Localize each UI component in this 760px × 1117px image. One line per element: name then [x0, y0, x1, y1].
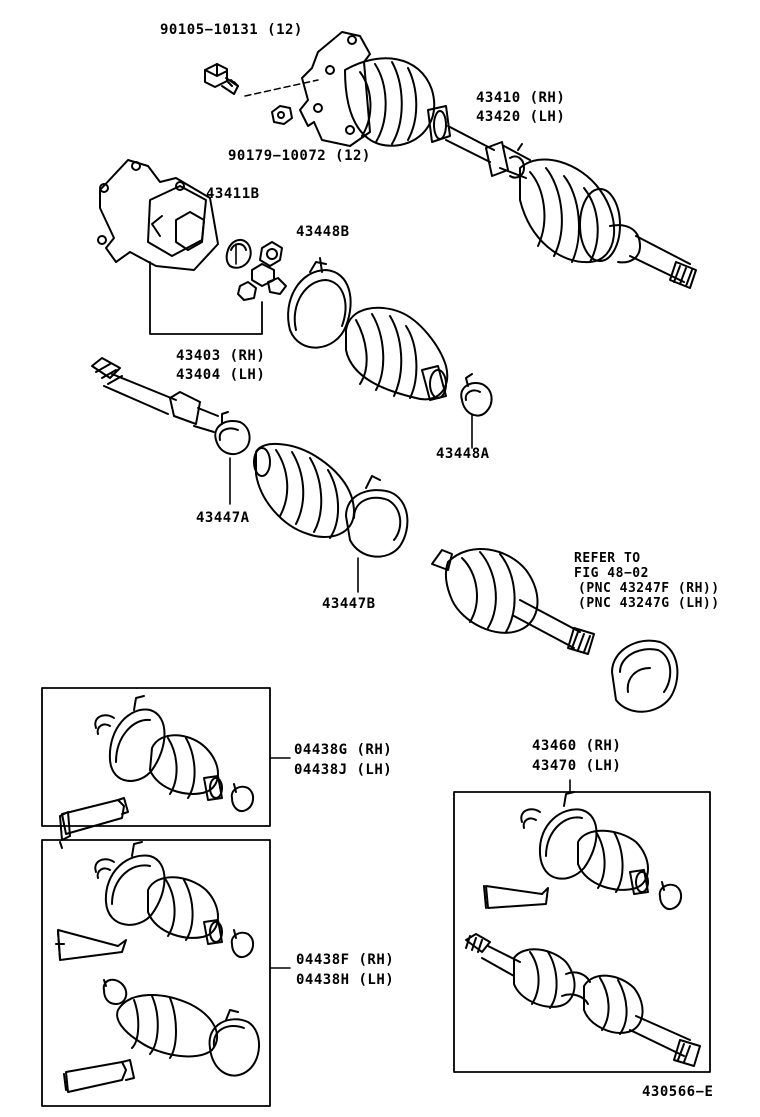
boot-clamp-43447A	[214, 411, 251, 456]
drawing-number: 430566−E	[642, 1084, 714, 1100]
bolt-part	[204, 63, 239, 95]
label-43410-rh: 43410 (RH)	[476, 90, 566, 106]
tripod-joint-part	[237, 241, 287, 301]
inner-joint-housing	[97, 159, 219, 271]
label-90179-10072: 90179−10072 (12)	[228, 148, 371, 164]
leader-43403	[149, 261, 263, 335]
snap-ring-part	[225, 239, 252, 269]
label-43403-rh: 43403 (RH)	[176, 348, 266, 364]
label-04438F-rh: 04438F (RH)	[296, 952, 395, 968]
kit-04438G-parts	[59, 695, 254, 849]
label-04438H-lh: 04438H (LH)	[296, 972, 395, 988]
label-90105-10131: 90105−10131 (12)	[160, 22, 303, 38]
boot-clamp-43447B	[345, 475, 409, 558]
label-43460-rh: 43460 (RH)	[532, 738, 622, 754]
boot-clamp-small	[460, 373, 493, 417]
inner-boot-part	[345, 306, 449, 401]
inner-shaft-part	[91, 357, 219, 433]
kit-04438F-parts	[55, 841, 261, 1093]
label-43447A: 43447A	[196, 510, 250, 526]
boot-clamp-large	[287, 257, 352, 349]
outer-joint-part	[431, 547, 595, 655]
label-04438J-lh: 04438J (LH)	[294, 762, 393, 778]
kit-box-04438G	[41, 687, 271, 827]
label-refer-to: REFER TO	[574, 551, 641, 566]
label-43470-lh: 43470 (LH)	[532, 758, 622, 774]
label-refer-pnc-lh: (PNC 43247G (LH))	[578, 596, 720, 611]
label-43448B: 43448B	[296, 224, 350, 240]
label-43404-lh: 43404 (LH)	[176, 367, 266, 383]
label-43411B: 43411B	[206, 186, 260, 202]
label-43447B: 43447B	[322, 596, 376, 612]
abs-rotor-ring	[611, 639, 679, 713]
label-refer-fig: FIG 48−02	[574, 566, 649, 581]
drive-shaft-assembly-upper	[299, 31, 697, 289]
kit-box-43460	[453, 791, 711, 1073]
inner-boot-43447	[253, 442, 355, 539]
label-refer-pnc-rh: (PNC 43247F (RH))	[578, 581, 720, 596]
kit-box-04438F	[41, 839, 271, 1107]
label-43420-lh: 43420 (LH)	[476, 109, 566, 125]
nut-part	[271, 105, 293, 125]
label-43448A: 43448A	[436, 446, 490, 462]
bolt-leader	[244, 79, 319, 97]
kit-43460-parts	[465, 791, 701, 1067]
label-04438G-rh: 04438G (RH)	[294, 742, 393, 758]
